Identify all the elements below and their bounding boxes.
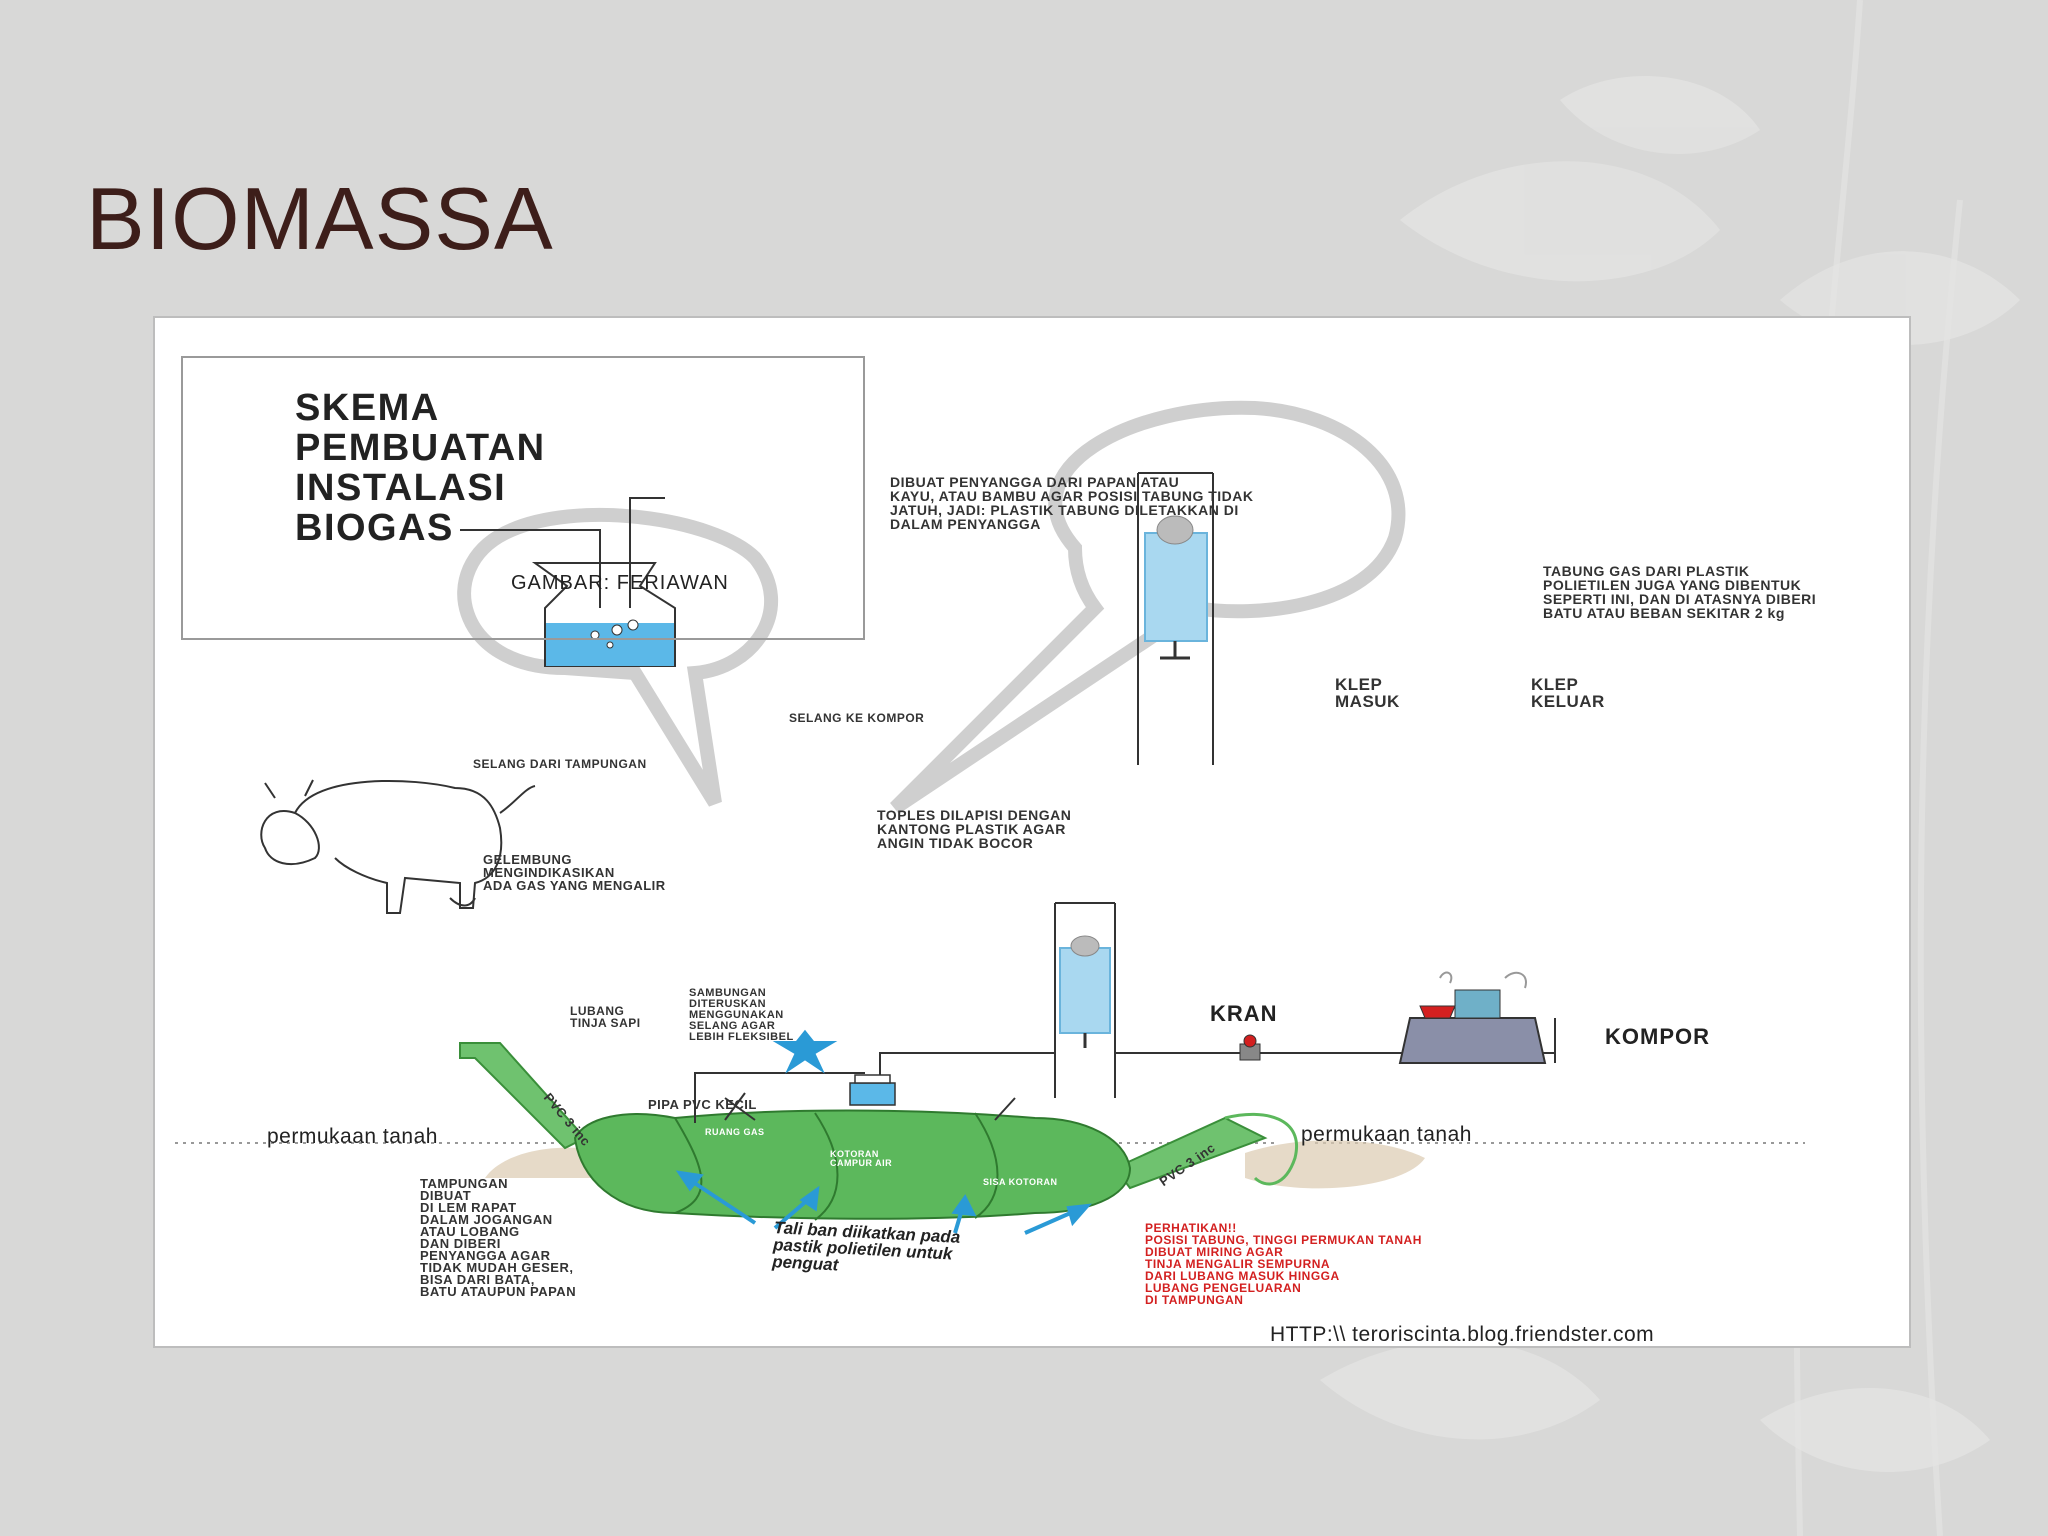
rope-note: Tali ban diikatkan pada pastik polietile… bbox=[771, 1218, 961, 1275]
cow-drawing bbox=[260, 779, 536, 914]
gas-tube-large bbox=[1137, 472, 1214, 765]
diagram-title-box: SKEMA PEMBUATAN INSTALASI BIOGAS GAMBAR:… bbox=[181, 356, 865, 640]
attention-note: PERHATIKAN!! POSISI TABUNG, TINGGI PERMU… bbox=[1145, 1221, 1422, 1307]
source-url: HTTP:\\ teroriscinta.blog.friendster.com bbox=[1270, 1323, 1655, 1346]
ground-left-label: permukaan tanah bbox=[267, 1125, 438, 1148]
tube-callout-bubble bbox=[890, 400, 1406, 814]
biogas-diagram: SKEMA PEMBUATAN INSTALASI BIOGAS GAMBAR:… bbox=[153, 316, 1911, 1348]
diagram-drawing bbox=[175, 400, 1805, 1235]
bubble-note: GELEMBUNG MENGINDIKASIKAN ADA GAS YANG M… bbox=[483, 852, 666, 893]
tank-note: TAMPUNGAN DIBUAT DI LEM RAPAT DALAM JOGA… bbox=[420, 1176, 577, 1299]
residue-label: SISA KOTORAN bbox=[983, 1177, 1058, 1187]
ground-right-label: permukaan tanah bbox=[1301, 1123, 1472, 1146]
connection-note: SAMBUNGAN DITERUSKAN MENGGUNAKAN SELANG … bbox=[689, 987, 794, 1043]
manure-hole-label: LUBANG TINJA SAPI bbox=[570, 1004, 641, 1030]
jar-large bbox=[460, 497, 676, 667]
support-note: DIBUAT PENYANGGA DARI PAPAN ATAU KAYU, A… bbox=[890, 474, 1254, 532]
gas-tube-small bbox=[1054, 902, 1116, 1098]
digester-bag bbox=[573, 1092, 1132, 1221]
stove-drawing bbox=[1398, 971, 1556, 1064]
small-pvc-label: PIPA PVC KECIL bbox=[648, 1097, 757, 1112]
faucet-label: KRAN bbox=[1210, 1001, 1278, 1026]
hose-to-stove-label: SELANG KE KOMPOR bbox=[789, 711, 925, 725]
manure-water-label: KOTORAN CAMPUR AIR bbox=[830, 1149, 893, 1168]
hose-from-tank-label: SELANG DARI TAMPUNGAN bbox=[473, 757, 647, 771]
valve-in-label: KLEP MASUK bbox=[1335, 675, 1400, 711]
gas-space-label: RUANG GAS bbox=[705, 1127, 765, 1137]
diagram-title: SKEMA PEMBUATAN INSTALASI BIOGAS bbox=[295, 387, 546, 549]
gas-tube-note: TABUNG GAS DARI PLASTIK POLIETILEN JUGA … bbox=[1543, 563, 1817, 621]
jar-small bbox=[849, 1074, 896, 1106]
small-pvc-pipe bbox=[694, 1072, 865, 1123]
stove-label: KOMPOR bbox=[1605, 1024, 1710, 1049]
inlet-pipe bbox=[459, 1042, 587, 1150]
blue-arrows bbox=[675, 1029, 1092, 1235]
jar-note: TOPLES DILAPISI DENGAN KANTONG PLASTIK A… bbox=[877, 807, 1072, 851]
jar-callout-bubble bbox=[457, 507, 779, 807]
diagram-credit: GAMBAR: FERIAWAN bbox=[511, 572, 729, 594]
slide-title: BIOMASSA bbox=[86, 169, 554, 268]
valve-out-label: KLEP KELUAR bbox=[1531, 675, 1605, 711]
faucet-drawing bbox=[1239, 1034, 1261, 1061]
